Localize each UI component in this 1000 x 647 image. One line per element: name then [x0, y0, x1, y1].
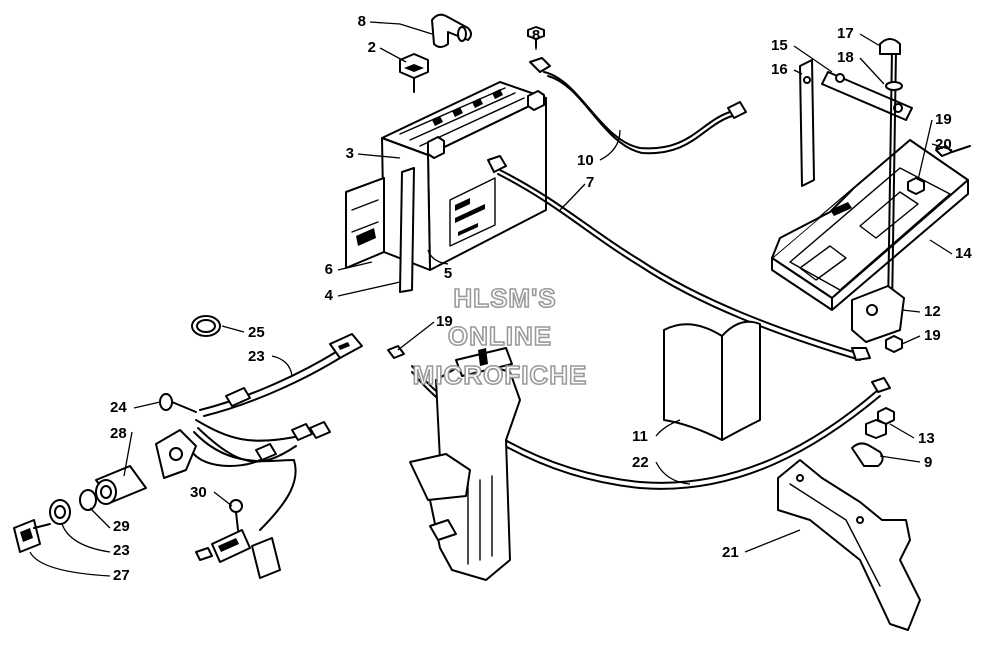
callout-19: 19 [436, 313, 453, 330]
callout-23: 23 [248, 348, 265, 365]
relay-connector [195, 499, 281, 579]
callout-23: 23 [113, 542, 130, 559]
positive-cable [487, 155, 871, 361]
callout-8: 8 [358, 13, 366, 30]
callout-8: 8 [532, 27, 540, 44]
callout-16: 16 [771, 61, 788, 78]
callout-21: 21 [722, 544, 739, 561]
callout-13: 13 [918, 430, 935, 447]
terminal-cover [431, 13, 472, 48]
battery-shield [345, 177, 385, 269]
watermark-line-2: ONLINE [448, 321, 552, 351]
callout-18: 18 [837, 49, 854, 66]
wiring-harness [187, 333, 363, 531]
callout-28: 28 [110, 425, 127, 442]
callout-numbers: 8283645107151617181920141219139112221252… [110, 13, 972, 584]
callout-19: 19 [935, 111, 952, 128]
watermark-line-3: MICROFICHE [413, 360, 588, 390]
terminal-nut [399, 53, 429, 93]
callout-15: 15 [771, 37, 788, 54]
terminal-boot [851, 442, 884, 467]
mounting-bracket [777, 459, 921, 631]
negative-cable [529, 57, 747, 155]
key-switch [95, 465, 147, 505]
callout-6: 6 [325, 261, 333, 278]
callout-12: 12 [924, 303, 941, 320]
switch-nut [49, 489, 97, 525]
callout-2: 2 [368, 39, 376, 56]
callout-27: 27 [113, 567, 130, 584]
vertical-strap [799, 59, 815, 187]
battery-strap [399, 167, 415, 293]
callout-24: 24 [110, 399, 127, 416]
starter-housing [409, 347, 521, 581]
callout-5: 5 [444, 265, 452, 282]
callout-22: 22 [632, 454, 649, 471]
ignition-key [13, 519, 51, 553]
callout-11: 11 [632, 428, 648, 445]
callout-19: 19 [924, 327, 941, 344]
j-bolt [879, 38, 903, 311]
wire-clip [191, 315, 221, 337]
callout-10: 10 [577, 152, 594, 169]
callout-3: 3 [346, 145, 354, 162]
watermark: HLSM'S ONLINE MICROFICHE [412, 282, 588, 391]
callout-30: 30 [190, 484, 207, 501]
indicator-bulb [159, 393, 197, 413]
callout-17: 17 [837, 25, 854, 42]
watermark-line-1: HLSM'S [453, 283, 556, 313]
hold-down-bracket [821, 71, 913, 121]
callout-25: 25 [248, 324, 265, 341]
callout-20: 20 [935, 136, 952, 153]
callout-4: 4 [325, 287, 334, 304]
callout-29: 29 [113, 518, 130, 535]
callout-9: 9 [924, 454, 932, 471]
nut-washer [865, 407, 895, 439]
leader-lines [29, 21, 953, 577]
cover-panel [663, 320, 761, 441]
callout-7: 7 [586, 174, 594, 191]
clamp-block [851, 285, 905, 353]
callout-14: 14 [955, 245, 972, 262]
switch-socket [155, 429, 197, 479]
